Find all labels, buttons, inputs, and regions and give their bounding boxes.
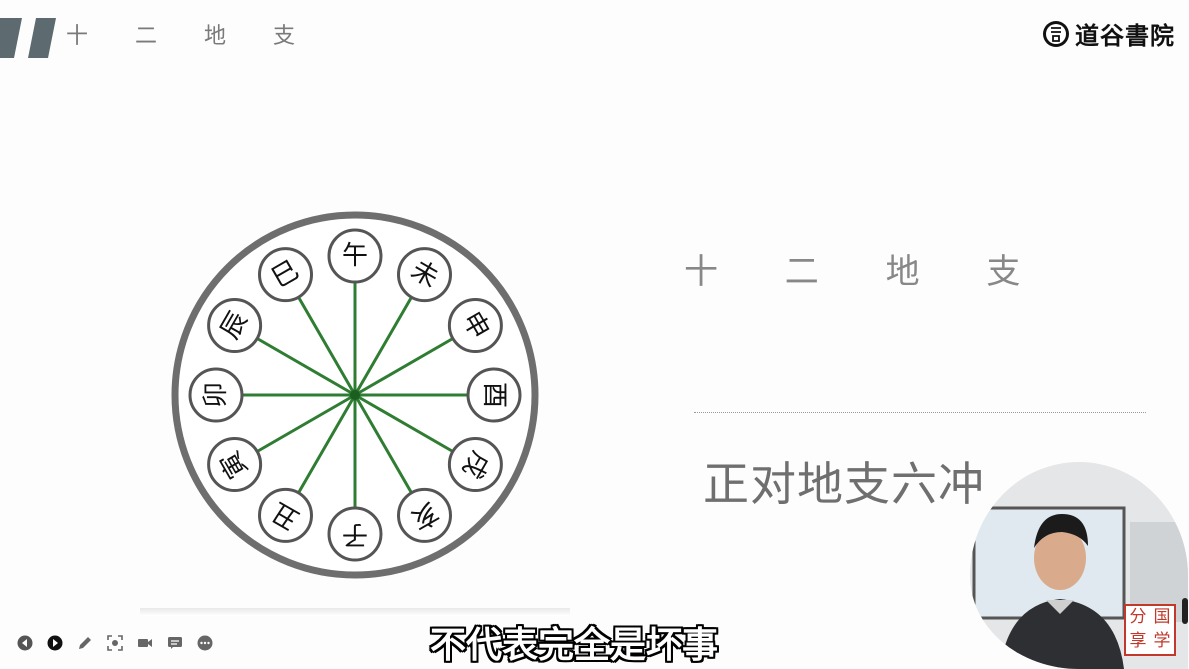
presentation-toolbar [14,632,216,654]
stamp-char: 国 [1153,607,1171,627]
screenshot-button[interactable] [104,632,126,654]
logo-seal-icon [1043,20,1069,47]
branch-badge-circle [327,506,383,562]
branch-label: 午 [342,241,368,271]
branch-badge: 卯 [188,367,244,423]
more-button[interactable] [194,632,216,654]
branch-badge: 巳 [258,247,313,303]
header-decoration [0,18,56,58]
prev-slide-button[interactable] [14,632,36,654]
watermark-stamp: 分 国 享 学 [1124,604,1176,656]
branch-badge: 戌 [447,437,503,492]
more-icon [197,635,213,651]
branch-badge: 丑 [258,487,313,543]
dotted-divider [694,412,1146,413]
branch-badge: 午 [327,228,383,284]
branch-badge-circle [447,298,503,353]
caption-icon [168,637,182,649]
branch-clash-diagram: 午未申酉戌亥子丑寅 卯 辰巳 [171,211,539,579]
branch-badge: 酉 [466,367,522,423]
branch-badge-circle [397,247,452,303]
branch-badge: 申 [447,298,503,353]
branch-label: 子 [342,519,368,549]
branch-badge: 子 [327,506,383,562]
scroll-handle[interactable] [1182,598,1188,624]
branch-badge-circle [258,487,313,543]
section-title: 十 二 地 支 [684,252,1049,292]
branch-badge-circle [207,298,263,353]
brand-logo: 道谷書院 [1041,16,1175,51]
branch-label: 酉 [479,382,509,408]
prev-icon [17,635,33,651]
branch-badge-circle [188,367,244,423]
branch-badge-circle [258,247,313,303]
center-hub [350,390,360,400]
branch-badge: 未 [397,247,452,303]
caption-button[interactable] [164,632,186,654]
pen-icon [79,637,91,649]
camera-icon [138,639,152,647]
video-subtitle: 不代表完全是坏事 [430,625,719,666]
screenshot-icon [107,635,123,651]
stamp-char: 分 [1129,607,1147,627]
branch-badge-circle [466,367,522,423]
branch-badge: 亥 [397,487,452,543]
header-title: 十 二 地 支 [66,24,315,49]
branch-badge-circle [447,437,503,492]
branch-badge: 辰 [207,298,263,353]
branch-label: 卯 [201,382,231,408]
camera-button[interactable] [134,632,156,654]
branch-badge: 寅 [207,437,263,492]
diagram-shadow [140,608,570,616]
pen-tool-button[interactable] [74,632,96,654]
next-slide-button[interactable] [44,632,66,654]
logo-text: 道谷書院 [1075,22,1175,50]
stamp-char: 享 [1129,631,1147,651]
branch-badge-circle [207,437,263,492]
slide-headline: 正对地支六冲 [703,457,985,511]
next-icon [47,635,63,651]
branch-badge-circle [397,487,452,543]
branch-badge-circle [327,228,383,284]
stamp-char: 学 [1153,631,1171,651]
